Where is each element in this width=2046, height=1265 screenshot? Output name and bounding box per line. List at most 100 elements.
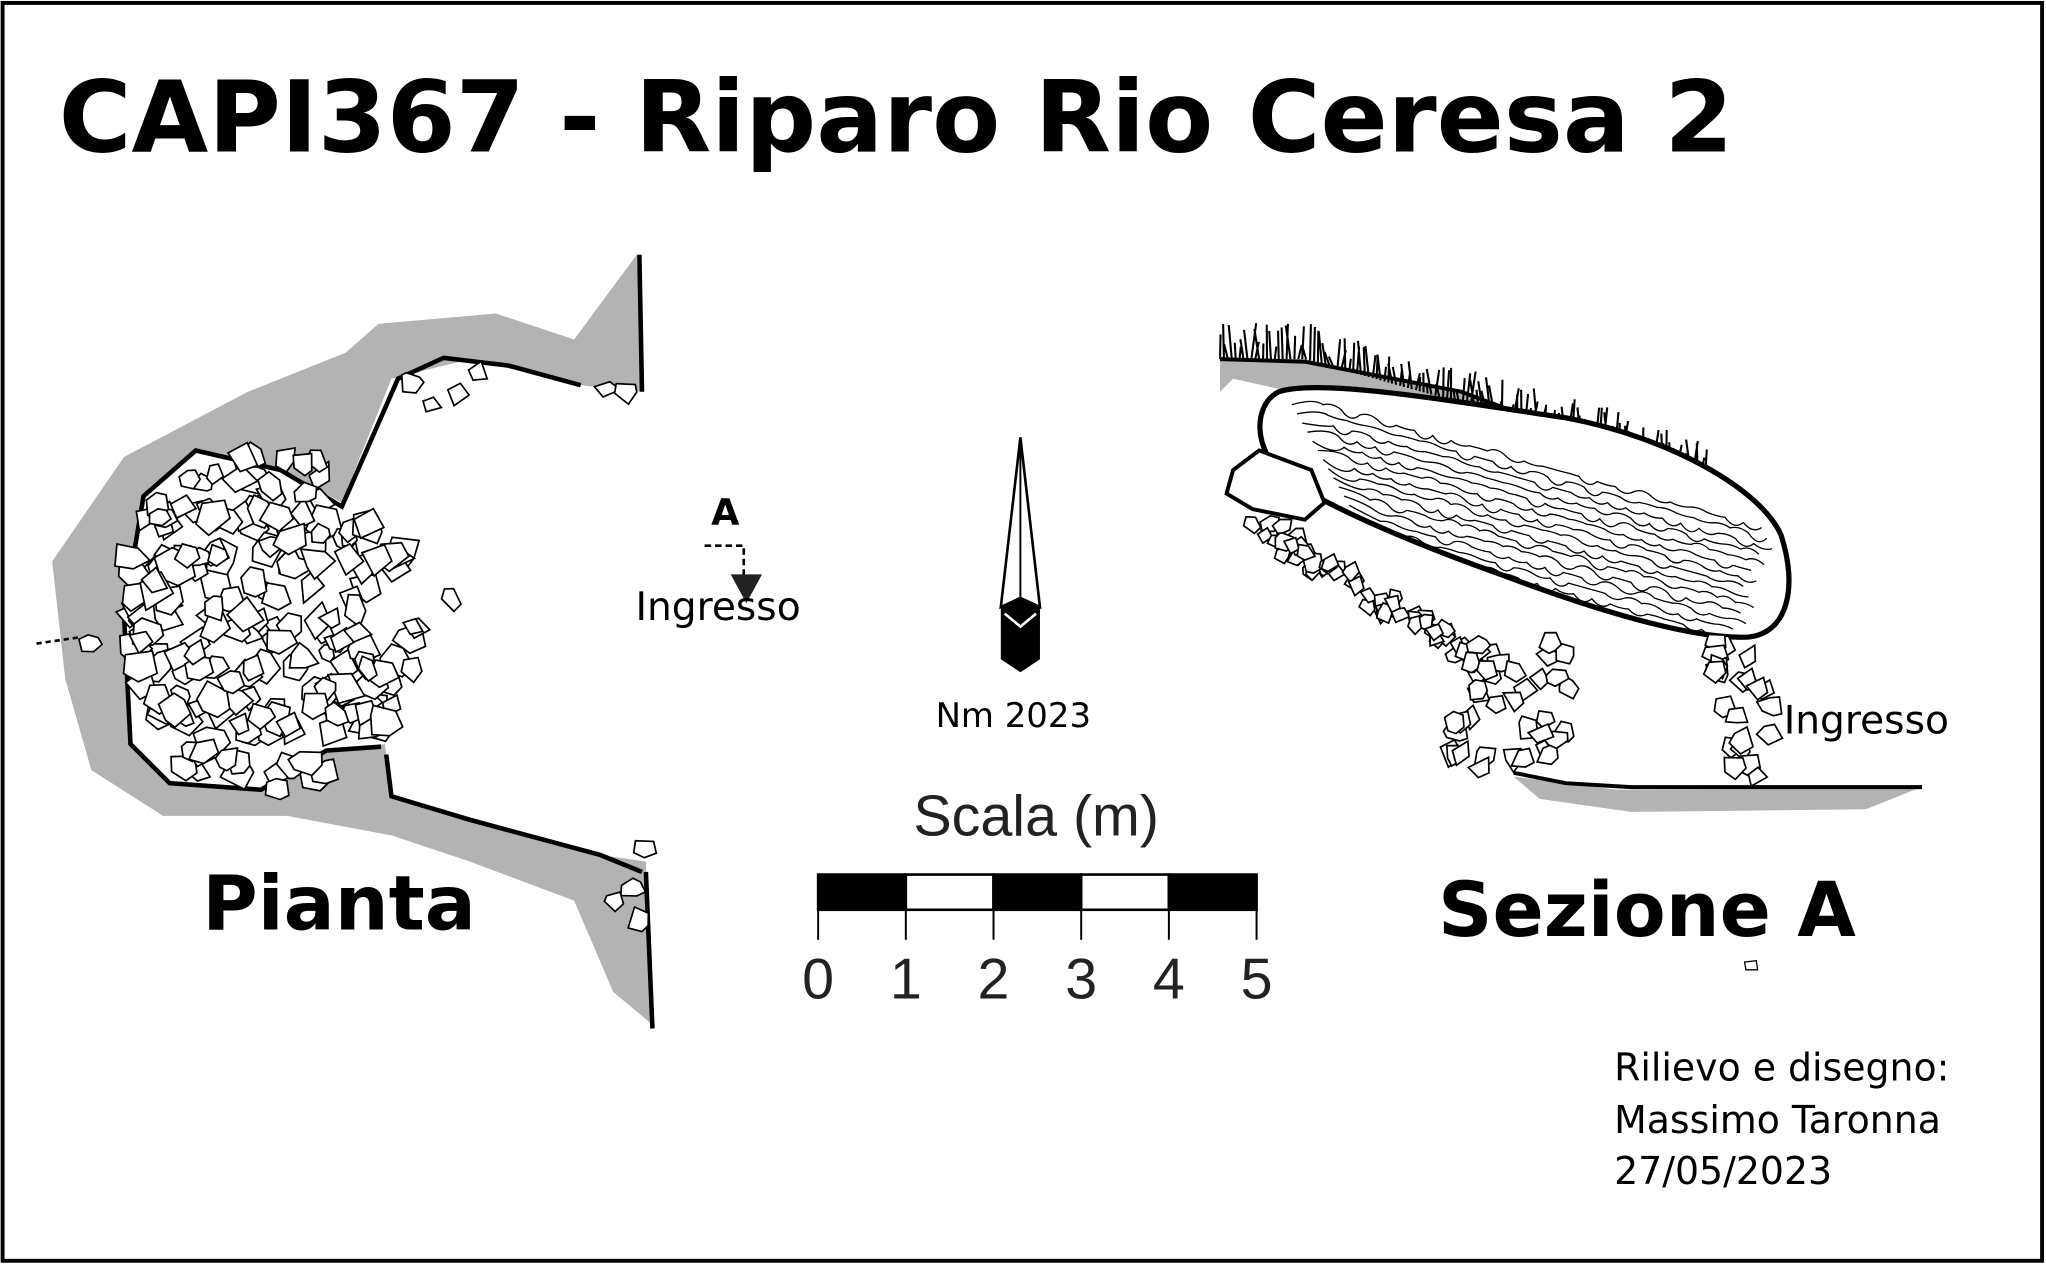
rubble-stone xyxy=(1451,739,1470,767)
boulder xyxy=(613,382,638,406)
boulder xyxy=(357,655,378,683)
rubble-stone xyxy=(1526,722,1555,744)
entrance-boulder xyxy=(1224,448,1327,522)
boulder xyxy=(226,441,259,473)
boulder xyxy=(256,470,283,502)
rubble-stone xyxy=(1555,642,1575,665)
boulder xyxy=(274,446,296,474)
boulder xyxy=(77,633,104,653)
boulder xyxy=(603,890,625,913)
boulder xyxy=(272,522,307,556)
scale-tick-label: 2 xyxy=(978,948,1010,1012)
boulder xyxy=(326,672,366,705)
plan-section-line xyxy=(36,635,82,645)
boulder xyxy=(401,617,425,636)
rubble-stone xyxy=(1296,543,1317,562)
boulder xyxy=(205,463,225,486)
boulder xyxy=(593,380,623,399)
rubble-stone xyxy=(1347,574,1365,598)
boulder xyxy=(266,629,299,655)
scale-tick-label: 0 xyxy=(802,948,834,1012)
boulder xyxy=(342,621,373,644)
boulder xyxy=(187,738,220,765)
section-label: Sezione A xyxy=(1438,866,1856,954)
boulder xyxy=(324,701,350,727)
section-arrow-icon xyxy=(730,574,763,604)
boulder xyxy=(264,777,290,801)
scale-title: Scala (m) xyxy=(913,784,1159,848)
rubble-stone xyxy=(1503,660,1528,683)
boulder xyxy=(360,543,393,578)
boulder xyxy=(421,396,443,413)
small-stone xyxy=(1743,959,1759,971)
boulder xyxy=(216,670,246,695)
boulder xyxy=(242,653,265,682)
boulder xyxy=(288,641,320,669)
section-entrance-label: Ingresso xyxy=(1784,699,1949,744)
section-floor-fill xyxy=(1513,776,1919,812)
boulder xyxy=(303,600,333,641)
boulder xyxy=(240,566,268,598)
section-marker-label: A xyxy=(711,491,740,534)
boulder xyxy=(114,543,152,570)
section-floor-line xyxy=(1513,770,1923,790)
rubble-stone xyxy=(1383,594,1401,614)
section-view: Ingresso Sezione A xyxy=(1218,323,1949,971)
boulder xyxy=(128,630,154,655)
boulder xyxy=(140,566,169,594)
rubble-stone xyxy=(1501,691,1525,713)
scale-segment xyxy=(1167,873,1258,912)
boulder xyxy=(220,464,260,494)
boulder xyxy=(299,548,337,581)
boulder xyxy=(467,360,489,382)
rubble-stone xyxy=(1545,668,1570,688)
boulder xyxy=(627,905,650,933)
pillar-stone xyxy=(1745,676,1769,702)
boulder xyxy=(400,371,425,394)
rubble-stone xyxy=(1443,710,1465,735)
boulder xyxy=(246,702,277,731)
pillar-stone xyxy=(1738,643,1757,669)
boulder xyxy=(228,712,250,736)
credits-author: Massimo Taronna xyxy=(1614,1098,1941,1142)
boulder xyxy=(148,507,173,527)
pillar-stone xyxy=(1723,756,1747,781)
boulder xyxy=(333,542,365,577)
scale-segment xyxy=(816,873,908,912)
rubble-stone xyxy=(1424,622,1445,642)
scale-segment xyxy=(1079,873,1171,912)
pillar-stone xyxy=(1755,723,1784,746)
boulder xyxy=(214,746,239,772)
pillar-stone xyxy=(1728,725,1755,756)
boulder xyxy=(317,606,341,630)
north-label: Nm 2023 xyxy=(936,696,1091,735)
rubble-stone xyxy=(1485,694,1507,715)
boulder xyxy=(183,638,207,666)
scale-tick-label: 3 xyxy=(1065,948,1097,1012)
boulder xyxy=(173,542,201,569)
plan-rock-fill xyxy=(52,254,653,1025)
rubble-stone xyxy=(1460,651,1482,674)
scale-tick-label: 1 xyxy=(890,948,922,1012)
rubble-stone xyxy=(1320,552,1340,573)
pillar-stone xyxy=(1702,660,1727,685)
north-arrow-icon xyxy=(999,437,1042,673)
rubble-stone xyxy=(1476,660,1499,682)
plan-view: A Ingresso Pianta xyxy=(36,254,801,1029)
boulder xyxy=(195,499,232,537)
credits-date: 27/05/2023 xyxy=(1614,1149,1832,1193)
scale-segment xyxy=(992,873,1083,912)
boulder xyxy=(275,711,302,739)
boulder xyxy=(619,877,647,897)
section-rubble xyxy=(1242,514,1784,788)
boulder xyxy=(400,656,423,684)
boulder xyxy=(301,692,331,721)
boulder xyxy=(199,609,232,644)
section-arrow-line xyxy=(704,544,746,581)
pillar-stone xyxy=(1724,706,1749,724)
boulder xyxy=(310,522,332,544)
plan-wall-line xyxy=(121,254,655,1029)
boulder xyxy=(178,469,202,490)
